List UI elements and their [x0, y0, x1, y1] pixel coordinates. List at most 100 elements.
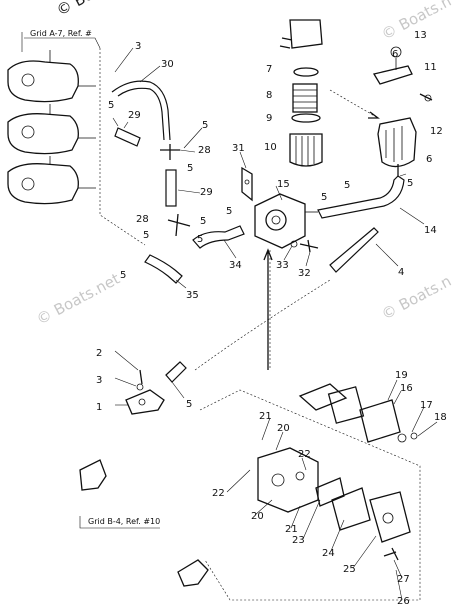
callout-35[interactable]: 35 [186, 290, 199, 301]
callout-25[interactable]: 25 [343, 564, 356, 575]
callout-33[interactable]: 33 [276, 260, 289, 271]
screw-26 [383, 547, 399, 561]
diaphragm-24 [331, 487, 371, 531]
callout-14[interactable]: 14 [424, 225, 437, 236]
callout-4[interactable]: 4 [398, 267, 404, 278]
callout-21-a[interactable]: 21 [259, 411, 272, 422]
callout-7[interactable]: 7 [266, 64, 272, 75]
callout-21-b[interactable]: 21 [285, 524, 298, 535]
watermark-top: © Boats.net [53, 0, 142, 20]
callout-19[interactable]: 19 [395, 370, 408, 381]
callout-20-a[interactable]: 20 [277, 423, 290, 434]
callout-27[interactable]: 27 [397, 574, 410, 585]
callout-13[interactable]: 13 [414, 30, 427, 41]
callout-10[interactable]: 10 [264, 142, 277, 153]
callout-31[interactable]: 31 [232, 143, 245, 154]
callout-5-g[interactable]: 5 [200, 216, 206, 227]
callout-12[interactable]: 12 [430, 126, 443, 137]
callout-5-f[interactable]: 5 [321, 192, 327, 203]
cap-18 [410, 432, 418, 440]
callout-8[interactable]: 8 [266, 90, 272, 101]
callout-30[interactable]: 30 [161, 59, 174, 70]
diaphragm-19 [327, 386, 365, 424]
callout-16[interactable]: 16 [400, 383, 413, 394]
callout-5-c[interactable]: 5 [187, 163, 193, 174]
callout-29-b[interactable]: 29 [200, 187, 213, 198]
callout-9[interactable]: 9 [266, 113, 272, 124]
fuel-hose-29-vertical [165, 169, 177, 207]
assembly-arrow [263, 248, 273, 370]
callout-labels: 13 6 11 3 30 7 8 9 10 12 5 29 5 28 5 29 … [96, 30, 447, 607]
watermark-right-middle: © Boats.n [378, 272, 454, 324]
pump-body-20 [257, 447, 319, 513]
callout-3-top[interactable]: 3 [135, 41, 141, 52]
valve-plate-16 [359, 399, 401, 443]
cover-25 [369, 491, 411, 543]
pump-exploded-bracket [199, 389, 421, 601]
gasket-19 [298, 383, 348, 411]
filter-dashed-link [329, 89, 379, 119]
primer-bulb-fitting [177, 559, 209, 587]
connector-ref-10 [79, 459, 107, 491]
grid-reference-top[interactable]: Grid A-7, Ref. # [30, 29, 92, 38]
screw-2 [139, 369, 143, 385]
bracket-11 [372, 65, 413, 85]
callout-24[interactable]: 24 [322, 548, 335, 559]
ref-top-leader [24, 37, 101, 49]
hose-segment-5 [165, 361, 187, 383]
fuel-connector-1 [125, 369, 165, 415]
callout-3-left[interactable]: 3 [96, 375, 102, 386]
tee-fitting-28-lower [167, 213, 191, 237]
fuel-filter-right [372, 46, 433, 178]
fuel-filter-assembly [279, 19, 323, 167]
callout-11[interactable]: 11 [424, 62, 437, 73]
grid-reference-bottom[interactable]: Grid B-4, Ref. #10 [88, 517, 160, 526]
callout-17[interactable]: 17 [420, 400, 433, 411]
fuel-hose-4 [329, 227, 379, 273]
callout-23[interactable]: 23 [292, 535, 305, 546]
callout-2[interactable]: 2 [96, 348, 102, 359]
callout-leaders [112, 47, 438, 601]
callout-6-top[interactable]: 6 [392, 49, 398, 60]
callout-5-d[interactable]: 5 [344, 180, 350, 191]
callout-29-a[interactable]: 29 [128, 110, 141, 121]
callout-5-j[interactable]: 5 [197, 234, 203, 245]
callout-15[interactable]: 15 [277, 179, 290, 190]
watermark-middle-left: © Boats.net [33, 270, 122, 329]
callout-5-e[interactable]: 5 [407, 178, 413, 189]
callout-34[interactable]: 34 [229, 260, 242, 271]
fuel-hose-35 [144, 254, 183, 284]
callout-5-i[interactable]: 5 [226, 206, 232, 217]
fuel-hose-29-short [114, 127, 141, 147]
callout-28-a[interactable]: 28 [198, 145, 211, 156]
washer-33 [290, 240, 298, 248]
pump-exploded-group [257, 383, 418, 561]
fuel-pump-15 [241, 166, 318, 249]
spring-17 [397, 433, 407, 443]
callout-5-h[interactable]: 5 [143, 230, 149, 241]
callout-1[interactable]: 1 [96, 402, 102, 413]
callout-32[interactable]: 32 [298, 268, 311, 279]
bolt-32 [299, 239, 319, 253]
callout-18[interactable]: 18 [434, 412, 447, 423]
fuel-hose-14 [317, 175, 405, 219]
carburetor-stack [7, 50, 96, 205]
callout-5-a[interactable]: 5 [108, 100, 114, 111]
callout-20-b[interactable]: 20 [251, 511, 264, 522]
callout-6-right[interactable]: 6 [426, 154, 432, 165]
callout-26[interactable]: 26 [397, 596, 410, 607]
hose-routing-dashed [194, 279, 331, 371]
ref-bottom-bracket [79, 516, 160, 529]
callout-5-l[interactable]: 5 [186, 399, 192, 410]
washer-3 [136, 383, 144, 391]
callout-22-b[interactable]: 22 [298, 449, 311, 460]
gasket-23 [315, 477, 345, 507]
tee-fitting-28 [160, 144, 180, 160]
screw-12 [419, 93, 433, 101]
callout-22-a[interactable]: 22 [212, 488, 225, 499]
callout-5-k[interactable]: 5 [120, 270, 126, 281]
fuel-hose-34 [192, 225, 245, 249]
callout-28-b[interactable]: 28 [136, 214, 149, 225]
callout-5-b[interactable]: 5 [202, 120, 208, 131]
